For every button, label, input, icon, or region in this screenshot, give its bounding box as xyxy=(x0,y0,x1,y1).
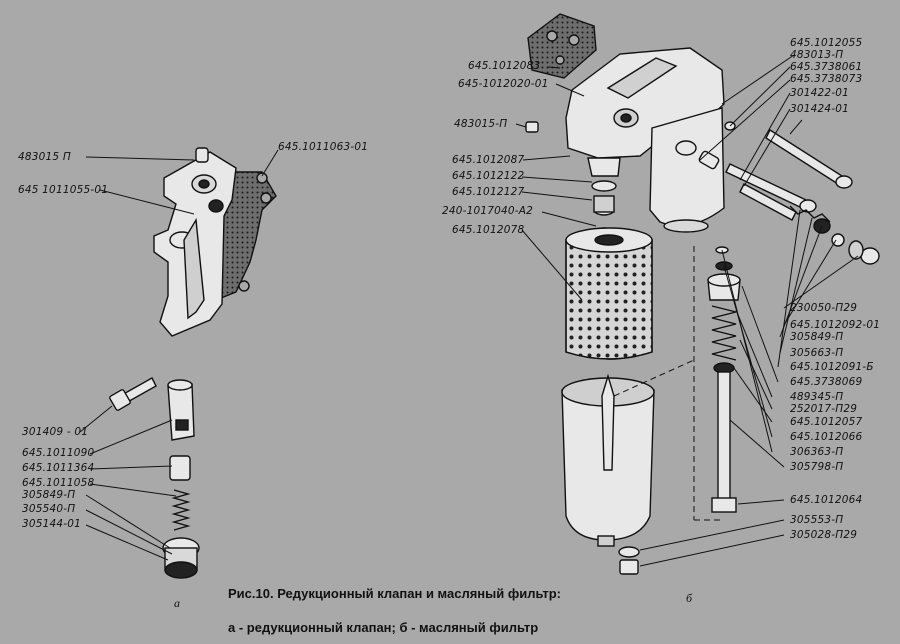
axis-lines xyxy=(613,246,724,521)
part-label: 645.3738073 xyxy=(790,73,863,85)
part-label: 645.1012057 xyxy=(790,416,863,428)
filter-cup xyxy=(561,373,655,547)
valve-column xyxy=(618,246,741,575)
spring-assembly-right xyxy=(789,205,831,223)
part-label: 645.1011058 xyxy=(22,477,95,489)
figure-caption-legend: а - редукционный клапан; б - масляный фи… xyxy=(228,620,539,635)
gasket-top xyxy=(527,13,597,79)
part-label: 645.1012127 xyxy=(452,186,525,198)
part-label: 240-1017040-А2 xyxy=(442,205,534,217)
part-label: 645.1011364 xyxy=(22,462,95,474)
part-label: 301422-01 xyxy=(790,87,850,99)
filter-housing-assembly xyxy=(527,13,725,237)
figure-caption-title: Рис.10. Редукционный клапан и масляный ф… xyxy=(228,586,561,601)
part-label: 645.1011063-01 xyxy=(278,141,369,153)
filter-right-parts xyxy=(525,121,880,265)
part-label: 230050-П29 xyxy=(790,302,858,314)
leader-lines xyxy=(79,54,859,567)
part-label: 301424-01 xyxy=(790,103,850,115)
part-label: 305540-П xyxy=(22,503,76,515)
valve-plunger xyxy=(169,455,191,481)
part-label: 489345-П xyxy=(790,391,844,403)
valve-body-assembly xyxy=(153,147,277,337)
valve-sleeve xyxy=(167,383,195,441)
part-label: 483015 П xyxy=(18,151,71,163)
part-label: 645.1012055 xyxy=(790,37,863,49)
part-label: 305144-01 xyxy=(22,518,82,530)
part-label: 483013-П xyxy=(790,49,844,61)
filter-neck xyxy=(587,157,621,177)
part-label: 305663-П xyxy=(790,347,844,359)
valve-parts xyxy=(109,377,200,579)
long-bolt-301424 xyxy=(765,128,843,186)
part-label: 645.1012066 xyxy=(790,431,863,443)
part-label: 306363-П xyxy=(790,446,844,458)
part-label: 305849-П xyxy=(790,331,844,343)
valve-housing-shadow xyxy=(183,217,205,320)
part-label: 301409 - 01 xyxy=(22,426,89,438)
part-label: 645 1011055-01 xyxy=(18,184,109,196)
part-label: 305028-П29 xyxy=(790,529,858,541)
view-label-a: а xyxy=(174,596,180,610)
part-label: 305849-П xyxy=(22,489,76,501)
part-label: 645.3738061 xyxy=(790,61,863,73)
part-label: 645.1012064 xyxy=(790,494,863,506)
part-label: 483015-П xyxy=(454,118,508,130)
valve-spring xyxy=(171,489,191,531)
part-label: 645.1012078 xyxy=(452,224,525,236)
filter-element xyxy=(565,227,653,360)
part-label: 645.3738069 xyxy=(790,376,863,388)
part-label: 645.1012091-Б xyxy=(790,361,874,373)
column-spring xyxy=(711,305,737,361)
part-label: 645.1012083 xyxy=(468,60,541,72)
part-label: 305798-П xyxy=(790,461,844,473)
part-label: 645.1012092-01 xyxy=(790,319,881,331)
part-label: 252017-П29 xyxy=(790,403,858,415)
part-label: 645.1012087 xyxy=(452,154,525,166)
part-label: 645.1012122 xyxy=(452,170,525,182)
part-label: 645.1011090 xyxy=(22,447,95,459)
part-label: 305553-П xyxy=(790,514,844,526)
part-label: 645-1012020-01 xyxy=(458,78,549,90)
view-label-b: б xyxy=(686,591,693,605)
